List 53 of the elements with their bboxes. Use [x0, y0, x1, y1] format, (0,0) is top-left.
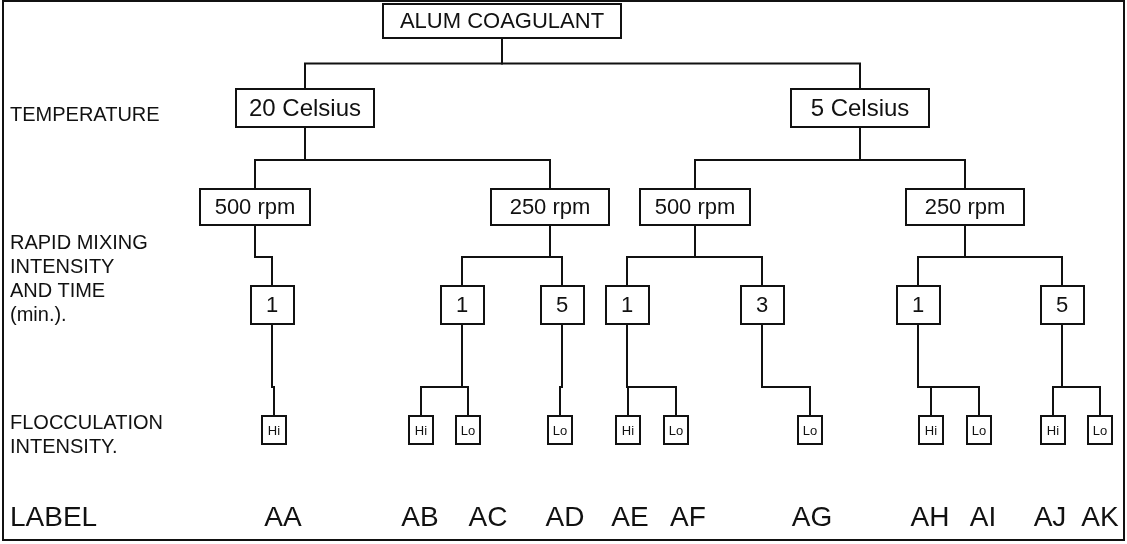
row-heading: RAPID MIXING INTENSITY AND TIME (min.). [10, 230, 149, 326]
tree-box: 250 rpm [490, 188, 610, 226]
connector-line [254, 225, 273, 286]
connector-line [917, 324, 980, 416]
row-heading: LABEL [10, 500, 98, 534]
connector-line [1061, 324, 1101, 416]
connector-line [626, 324, 677, 416]
result-label: AH [909, 500, 951, 534]
row-heading: FLOCCULATION INTENSITY. [10, 410, 160, 458]
tree-box: 5 [1039, 285, 1085, 325]
intensity-box: Lo [1087, 415, 1113, 445]
connector-line [271, 324, 275, 416]
connector-line [559, 324, 563, 416]
connector-line [761, 324, 811, 416]
result-label: AF [669, 500, 707, 534]
connector-line [964, 225, 1063, 286]
row-heading: TEMPERATURE [10, 102, 160, 126]
connector-line [304, 127, 551, 189]
intensity-box: Lo [663, 415, 689, 445]
intensity-box: Lo [455, 415, 481, 445]
tree-box: 500 rpm [639, 188, 751, 226]
intensity-box: Lo [797, 415, 823, 445]
tree-box: 1 [439, 285, 485, 325]
result-label: AK [1080, 500, 1120, 534]
connector-line [461, 324, 469, 416]
tree-box: 5 [539, 285, 585, 325]
intensity-box: Hi [615, 415, 641, 445]
tree-box: 1 [604, 285, 650, 325]
intensity-box: Hi [408, 415, 434, 445]
result-label: AA [263, 500, 303, 534]
result-label: AG [790, 500, 834, 534]
result-label: AD [544, 500, 586, 534]
intensity-box: Hi [918, 415, 944, 445]
result-label: AC [467, 500, 509, 534]
tree-box: 500 rpm [199, 188, 311, 226]
connector-line [859, 127, 966, 189]
result-label: AE [610, 500, 650, 534]
tree-box: 3 [739, 285, 785, 325]
intensity-box: Lo [966, 415, 992, 445]
connector-line [549, 225, 563, 286]
result-label: AB [400, 500, 440, 534]
connector-line [694, 225, 763, 286]
tree-box: 250 rpm [905, 188, 1025, 226]
result-label: AI [968, 500, 998, 534]
tree-box: 5 Celsius [790, 88, 930, 128]
intensity-box: Hi [261, 415, 287, 445]
result-label: AJ [1032, 500, 1068, 534]
tree-box: 20 Celsius [235, 88, 375, 128]
intensity-box: Hi [1040, 415, 1066, 445]
intensity-box: Lo [547, 415, 573, 445]
tree-box: 1 [895, 285, 941, 325]
tree-box: ALUM COAGULANT [382, 3, 622, 39]
tree-box: 1 [249, 285, 295, 325]
